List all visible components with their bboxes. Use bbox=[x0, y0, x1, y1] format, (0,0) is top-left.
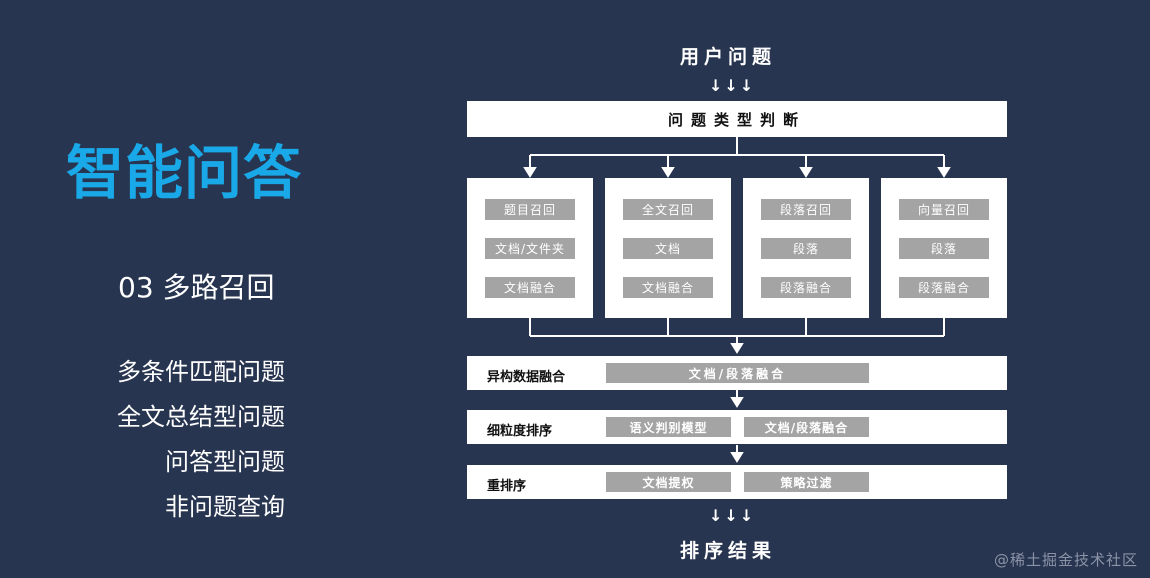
row-label: 异构数据融合 bbox=[487, 370, 566, 385]
recall-step: 题目召回 bbox=[485, 199, 575, 220]
recall-step: 文档融合 bbox=[623, 277, 713, 298]
recall-step: 向量召回 bbox=[899, 199, 989, 220]
down-arrows-icon: ↓↓↓ bbox=[709, 506, 756, 525]
recall-card-vector: 向量召回 段落 段落融合 bbox=[881, 178, 1007, 318]
recall-card-paragraph: 段落召回 段落 段落融合 bbox=[743, 178, 869, 318]
row-box: 文档提权 bbox=[606, 472, 731, 492]
row-box: 文档/段落融合 bbox=[744, 417, 869, 437]
heterogeneous-fusion-row: 异构数据融合 文档/段落融合 bbox=[467, 356, 1007, 390]
row-box: 语义判别模型 bbox=[606, 417, 731, 437]
recall-step: 段落 bbox=[761, 238, 851, 259]
question-type-list: 多条件匹配问题 全文总结型问题 问答型问题 非问题查询 bbox=[0, 360, 285, 530]
recall-card-title: 题目召回 文档/文件夹 文档融合 bbox=[467, 178, 593, 318]
recall-step: 段落 bbox=[899, 238, 989, 259]
list-item: 多条件匹配问题 bbox=[117, 358, 285, 386]
row-label: 细粒度排序 bbox=[487, 424, 553, 439]
rerank-row: 重排序 文档提权 策略过滤 bbox=[467, 465, 1007, 499]
recall-card-fulltext: 全文召回 文档 文档融合 bbox=[605, 178, 731, 318]
row-box: 策略过滤 bbox=[744, 472, 869, 492]
fine-grained-ranking-row: 细粒度排序 语义判别模型 文档/段落融合 bbox=[467, 410, 1007, 444]
recall-step: 文档 bbox=[623, 238, 713, 259]
recall-step: 全文召回 bbox=[623, 199, 713, 220]
recall-step: 段落融合 bbox=[899, 277, 989, 298]
list-item: 非问题查询 bbox=[165, 493, 285, 521]
watermark: @稀土掘金技术社区 bbox=[993, 551, 1138, 569]
list-item: 问答型问题 bbox=[165, 448, 285, 476]
recall-step: 段落融合 bbox=[761, 277, 851, 298]
question-type-judge: 问题类型判断 bbox=[467, 101, 1007, 137]
recall-step: 文档融合 bbox=[485, 277, 575, 298]
recall-step: 文档/文件夹 bbox=[485, 238, 575, 259]
page-title: 智能问答 bbox=[66, 139, 303, 207]
ranking-result-label: 排序结果 bbox=[680, 540, 777, 562]
list-item: 全文总结型问题 bbox=[117, 403, 285, 431]
row-label: 重排序 bbox=[487, 479, 527, 494]
row-box: 文档/段落融合 bbox=[606, 363, 869, 383]
down-arrows-icon: ↓↓↓ bbox=[709, 76, 756, 95]
user-question-label: 用户问题 bbox=[680, 46, 777, 68]
section-subtitle: 03 多路召回 bbox=[118, 271, 275, 304]
recall-step: 段落召回 bbox=[761, 199, 851, 220]
